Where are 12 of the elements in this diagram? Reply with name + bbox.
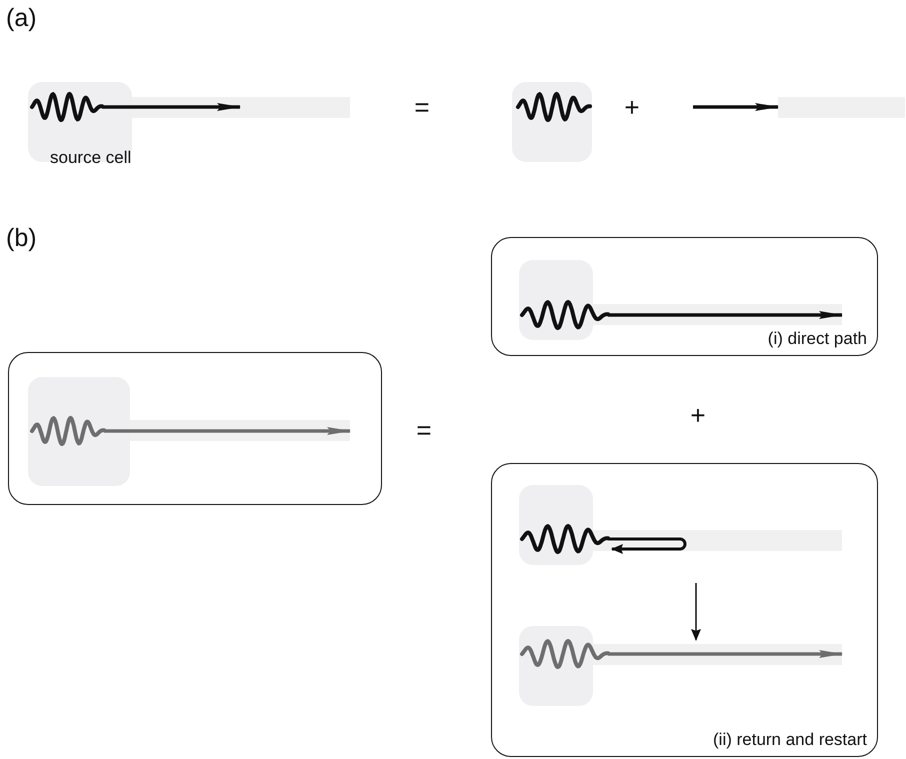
- panel-frame: [491, 237, 878, 356]
- panel-frame: [491, 463, 878, 757]
- equals-sign: =: [414, 92, 430, 123]
- plus-sign: +: [624, 92, 640, 123]
- panel-frame: [8, 352, 382, 505]
- panel-caption: (i) direct path: [768, 329, 867, 349]
- equals-sign: =: [416, 415, 432, 446]
- plus-sign: +: [690, 400, 706, 431]
- panel-letter: (a): [6, 4, 37, 33]
- panel-letter: (b): [6, 224, 37, 253]
- cell-caption: source cell: [50, 148, 132, 168]
- panel-caption: (ii) return and restart: [713, 730, 867, 750]
